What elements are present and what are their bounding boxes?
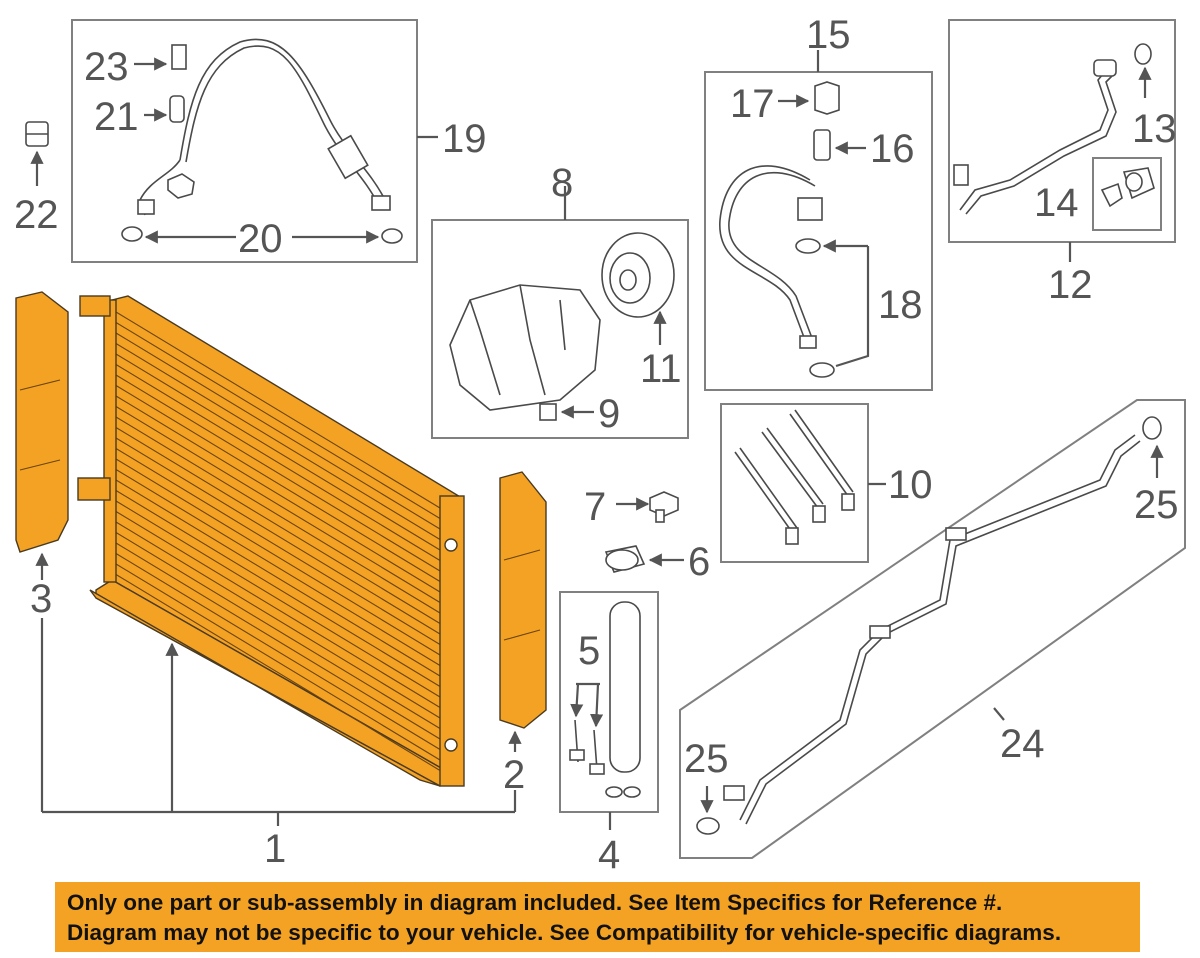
callout-23: 23 — [84, 45, 129, 89]
condenser-fin — [115, 532, 441, 729]
disclaimer-line-1: Only one part or sub-assembly in diagram… — [67, 890, 1003, 915]
box-12-hose-group — [948, 19, 1176, 243]
part-2-right-seal — [499, 471, 547, 729]
callout-4: 4 — [598, 833, 620, 870]
condenser-fin — [115, 322, 441, 519]
condenser-fin — [115, 416, 441, 614]
condenser-fin — [115, 500, 441, 698]
condenser-fin — [115, 511, 441, 708]
callout-2: 2 — [503, 753, 525, 797]
callout-5: 5 — [578, 629, 600, 673]
condenser-fin — [115, 563, 441, 761]
box-24-line-group — [679, 399, 1186, 859]
callout-11: 11 — [640, 347, 682, 391]
condenser-fin — [115, 406, 441, 603]
callout-22: 22 — [14, 193, 59, 237]
callout-1: 1 — [264, 827, 286, 870]
condenser-fin — [115, 521, 441, 719]
callout-24: 24 — [1000, 722, 1045, 766]
condenser-fin — [115, 437, 441, 635]
callout-19: 19 — [442, 117, 487, 161]
condenser-fin — [115, 574, 441, 771]
condenser-fin — [115, 479, 441, 677]
callout-9: 9 — [598, 392, 620, 436]
condenser-fin — [115, 385, 441, 582]
box-19-suction-hose-group — [71, 19, 418, 263]
condenser-fin — [115, 374, 441, 572]
part-3-left-seal — [15, 291, 69, 553]
callout-21: 21 — [94, 95, 139, 139]
box-8-compressor-group — [431, 219, 689, 439]
condenser-fin — [115, 542, 441, 740]
box-15-liquid-line-group — [704, 71, 933, 391]
callout-7: 7 — [584, 485, 606, 529]
callout-25-bottom: 25 — [684, 737, 729, 781]
condenser-fin — [115, 332, 441, 530]
condenser-fin — [115, 490, 441, 687]
condenser-fin — [115, 448, 441, 645]
callout-15: 15 — [806, 13, 851, 57]
condenser-fin — [115, 469, 441, 666]
callout-12: 12 — [1048, 263, 1093, 307]
callout-6: 6 — [688, 540, 710, 584]
callout-13: 13 — [1132, 107, 1177, 151]
box-10-bolts-group — [720, 403, 869, 563]
callout-20: 20 — [238, 217, 283, 261]
condenser-fin — [115, 427, 441, 624]
callout-10: 10 — [888, 463, 933, 507]
callout-18: 18 — [878, 283, 923, 327]
parts-diagram: 23 21 20 19 22 8 11 9 15 — [14, 13, 1186, 870]
callout-3: 3 — [30, 577, 52, 621]
condenser-fin — [115, 395, 441, 593]
disclaimer-line-2: Diagram may not be specific to your vehi… — [67, 920, 1062, 945]
disclaimer-banner: Only one part or sub-assembly in diagram… — [55, 882, 1140, 952]
callout-14: 14 — [1034, 181, 1079, 225]
callout-8: 8 — [551, 161, 573, 205]
callout-1-bracket — [40, 618, 517, 826]
callout-17: 17 — [730, 82, 775, 126]
part-22-valve-cap — [25, 121, 49, 147]
condenser-fin — [115, 458, 441, 656]
part-6-clamp — [604, 545, 646, 573]
callout-25-top: 25 — [1134, 483, 1179, 527]
box-4-drier-group — [559, 591, 659, 813]
part-7-bolt — [649, 491, 679, 523]
condenser-fin — [115, 553, 441, 750]
condenser-fin — [115, 353, 441, 551]
callout-16: 16 — [870, 127, 915, 171]
condenser-fin — [115, 364, 441, 561]
condenser-fin — [115, 343, 441, 540]
part-1-condenser — [77, 295, 465, 787]
condenser-fin — [115, 311, 441, 509]
